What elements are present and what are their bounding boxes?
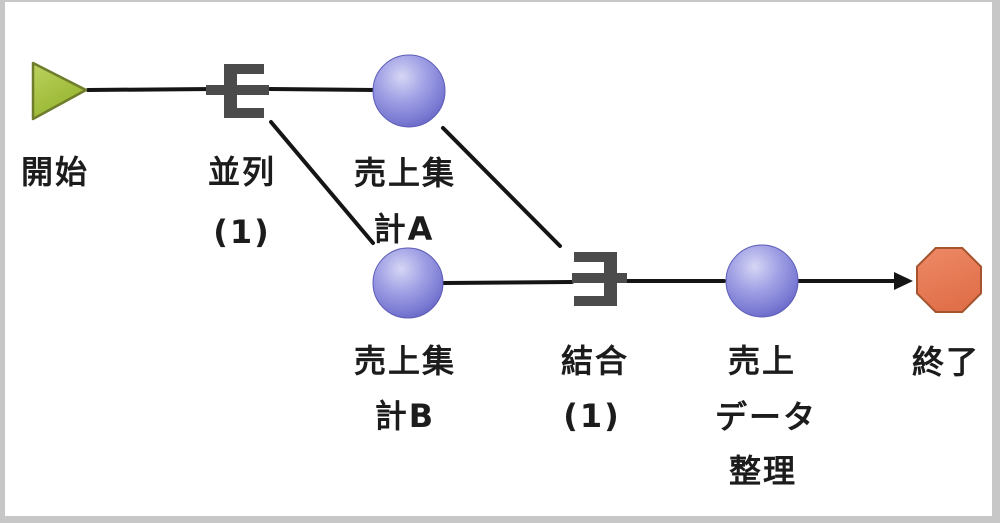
join-symbol-middle-prong (572, 273, 627, 283)
fork-symbol-bottom-prong (224, 108, 264, 118)
node-join[interactable] (572, 252, 627, 306)
label-cleanup-line2: データ (714, 398, 818, 436)
edge-fork-to-task-b (269, 120, 375, 245)
label-parallel-line1: 並列 (207, 153, 277, 191)
label-sales-a-line2: 計A (373, 210, 435, 248)
label-sales-b-line2: 計B (374, 397, 436, 435)
join-symbol-top-prong (574, 252, 617, 262)
label-sales-a-line1: 売上集 (353, 154, 457, 192)
edge-fork-to-task-a (268, 87, 378, 92)
label-join-line1: 結合 (560, 342, 630, 380)
label-cleanup-line1: 売上 (727, 342, 797, 380)
node-end[interactable] (916, 247, 982, 313)
fork-symbol-top-prong (224, 64, 264, 74)
node-parallel-split[interactable] (206, 64, 269, 118)
edge-start-to-fork (86, 87, 216, 92)
node-sales-summary-b[interactable] (372, 247, 444, 319)
label-join-line2: (1) (563, 397, 621, 435)
label-parallel-line2: (1) (213, 213, 271, 251)
arrowhead-icon (894, 272, 913, 290)
label-start: 開始 (20, 153, 90, 191)
edge-task-b-to-join (442, 280, 574, 285)
edge-task-a-to-join (441, 126, 562, 248)
label-cleanup-line3: 整理 (728, 452, 798, 490)
label-sales-b-line1: 売上集 (353, 342, 457, 380)
node-start[interactable] (31, 61, 88, 121)
label-end: 終了 (911, 343, 981, 381)
fork-symbol-middle-prong (206, 85, 269, 95)
node-sales-data-cleanup[interactable] (725, 244, 799, 318)
node-sales-summary-a[interactable] (372, 54, 446, 128)
join-symbol-bottom-prong (574, 296, 617, 306)
